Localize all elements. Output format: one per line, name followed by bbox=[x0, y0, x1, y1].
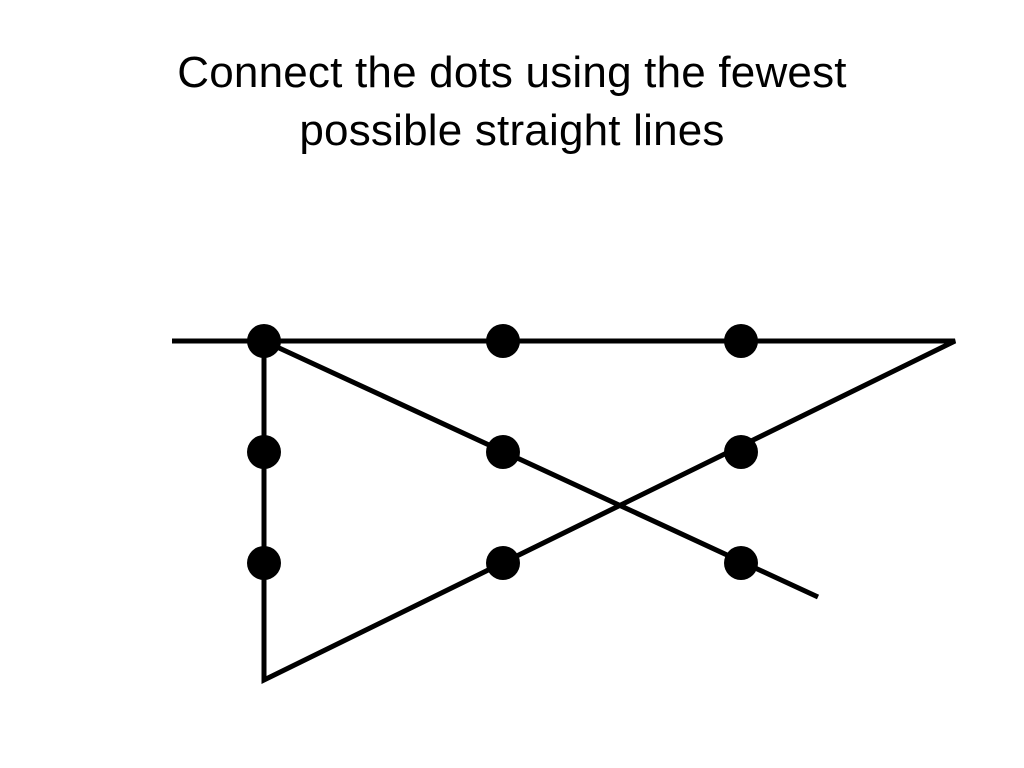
dot-r3-c2 bbox=[486, 546, 520, 580]
title-line-1: Connect the dots using the fewest bbox=[177, 48, 847, 97]
page-title: Connect the dots using the fewest possib… bbox=[0, 44, 1024, 160]
dot-r2-c1 bbox=[247, 435, 281, 469]
dot-r1-c2 bbox=[486, 324, 520, 358]
dot-r2-c3 bbox=[724, 435, 758, 469]
dot-r1-c3 bbox=[724, 324, 758, 358]
dot-r2-c2 bbox=[486, 435, 520, 469]
dot-r1-c1 bbox=[247, 324, 281, 358]
dot-r3-c3 bbox=[724, 546, 758, 580]
solution-path bbox=[172, 337, 957, 685]
dot-grid bbox=[247, 324, 758, 580]
solution-lines bbox=[172, 337, 957, 685]
title-line-2: possible straight lines bbox=[299, 106, 725, 155]
dot-r3-c1 bbox=[247, 546, 281, 580]
